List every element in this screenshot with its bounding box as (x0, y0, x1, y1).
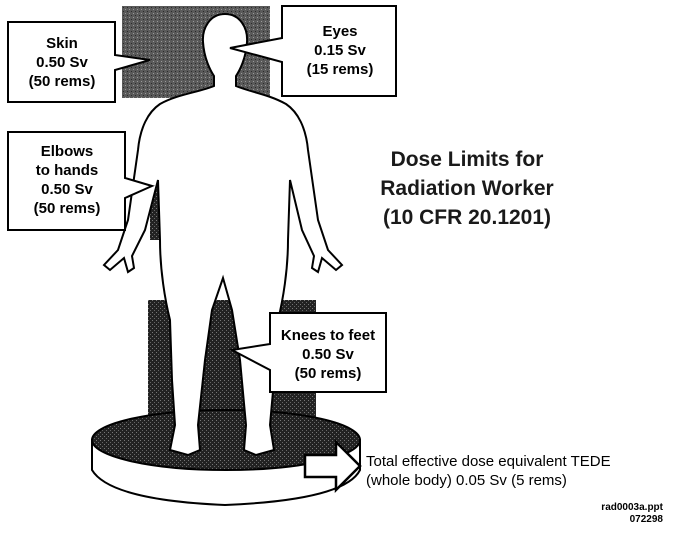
title-line-2: Radiation Worker (352, 174, 582, 203)
callout-elbows: Elbows to hands 0.50 Sv (50 rems) (12, 142, 122, 218)
file-reference: rad0003a.ppt 072298 (601, 502, 663, 526)
title-line-1: Dose Limits for (352, 145, 582, 174)
callout-skin-sv: 0.50 Sv (12, 53, 112, 72)
title-line-3: (10 CFR 20.1201) (352, 203, 582, 232)
callout-eyes-sv: 0.15 Sv (286, 41, 394, 60)
callout-elbows-label2: to hands (12, 161, 122, 180)
callout-elbows-rems: (50 rems) (12, 199, 122, 218)
tede-line-2: (whole body) 0.05 Sv (5 rems) (366, 471, 671, 490)
callout-elbows-sv: 0.50 Sv (12, 180, 122, 199)
callout-knees: Knees to feet 0.50 Sv (50 rems) (272, 326, 384, 383)
callout-eyes: Eyes 0.15 Sv (15 rems) (286, 22, 394, 79)
callout-eyes-rems: (15 rems) (286, 60, 394, 79)
callout-elbows-label: Elbows (12, 142, 122, 161)
callout-knees-sv: 0.50 Sv (272, 345, 384, 364)
diagram-title: Dose Limits for Radiation Worker (10 CFR… (352, 145, 582, 232)
callout-skin-rems: (50 rems) (12, 72, 112, 91)
file-code: 072298 (601, 514, 663, 526)
tede-label: Total effective dose equivalent TEDE (wh… (366, 452, 671, 490)
callout-eyes-label: Eyes (286, 22, 394, 41)
callout-skin: Skin 0.50 Sv (50 rems) (12, 34, 112, 91)
callout-skin-label: Skin (12, 34, 112, 53)
file-name: rad0003a.ppt (601, 502, 663, 514)
callout-knees-rems: (50 rems) (272, 364, 384, 383)
callout-knees-label: Knees to feet (272, 326, 384, 345)
tede-line-1: Total effective dose equivalent TEDE (366, 452, 671, 471)
